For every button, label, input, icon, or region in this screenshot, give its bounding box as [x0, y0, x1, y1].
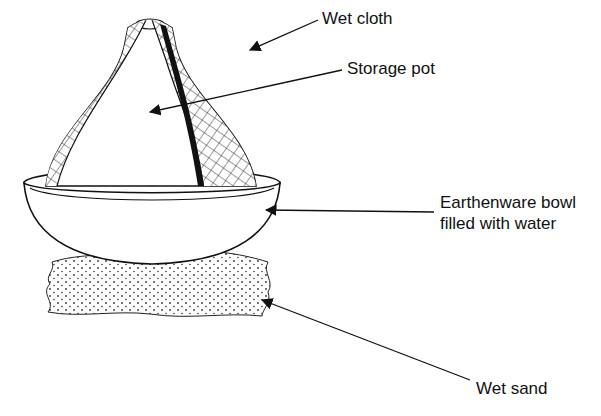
part-label: Wet sand — [476, 378, 548, 399]
leader-line — [266, 210, 434, 212]
earthenware-bowl — [24, 183, 280, 264]
part-label: Wet cloth — [322, 8, 393, 29]
leader-line — [250, 20, 318, 50]
leader-line — [150, 70, 342, 112]
part-label: Storage pot — [347, 58, 435, 79]
part-label: Earthenware bowl filled with water — [440, 192, 592, 234]
bowl-inner-rim — [30, 188, 274, 200]
wet-cloth — [40, 14, 262, 190]
leader-line — [262, 300, 470, 380]
